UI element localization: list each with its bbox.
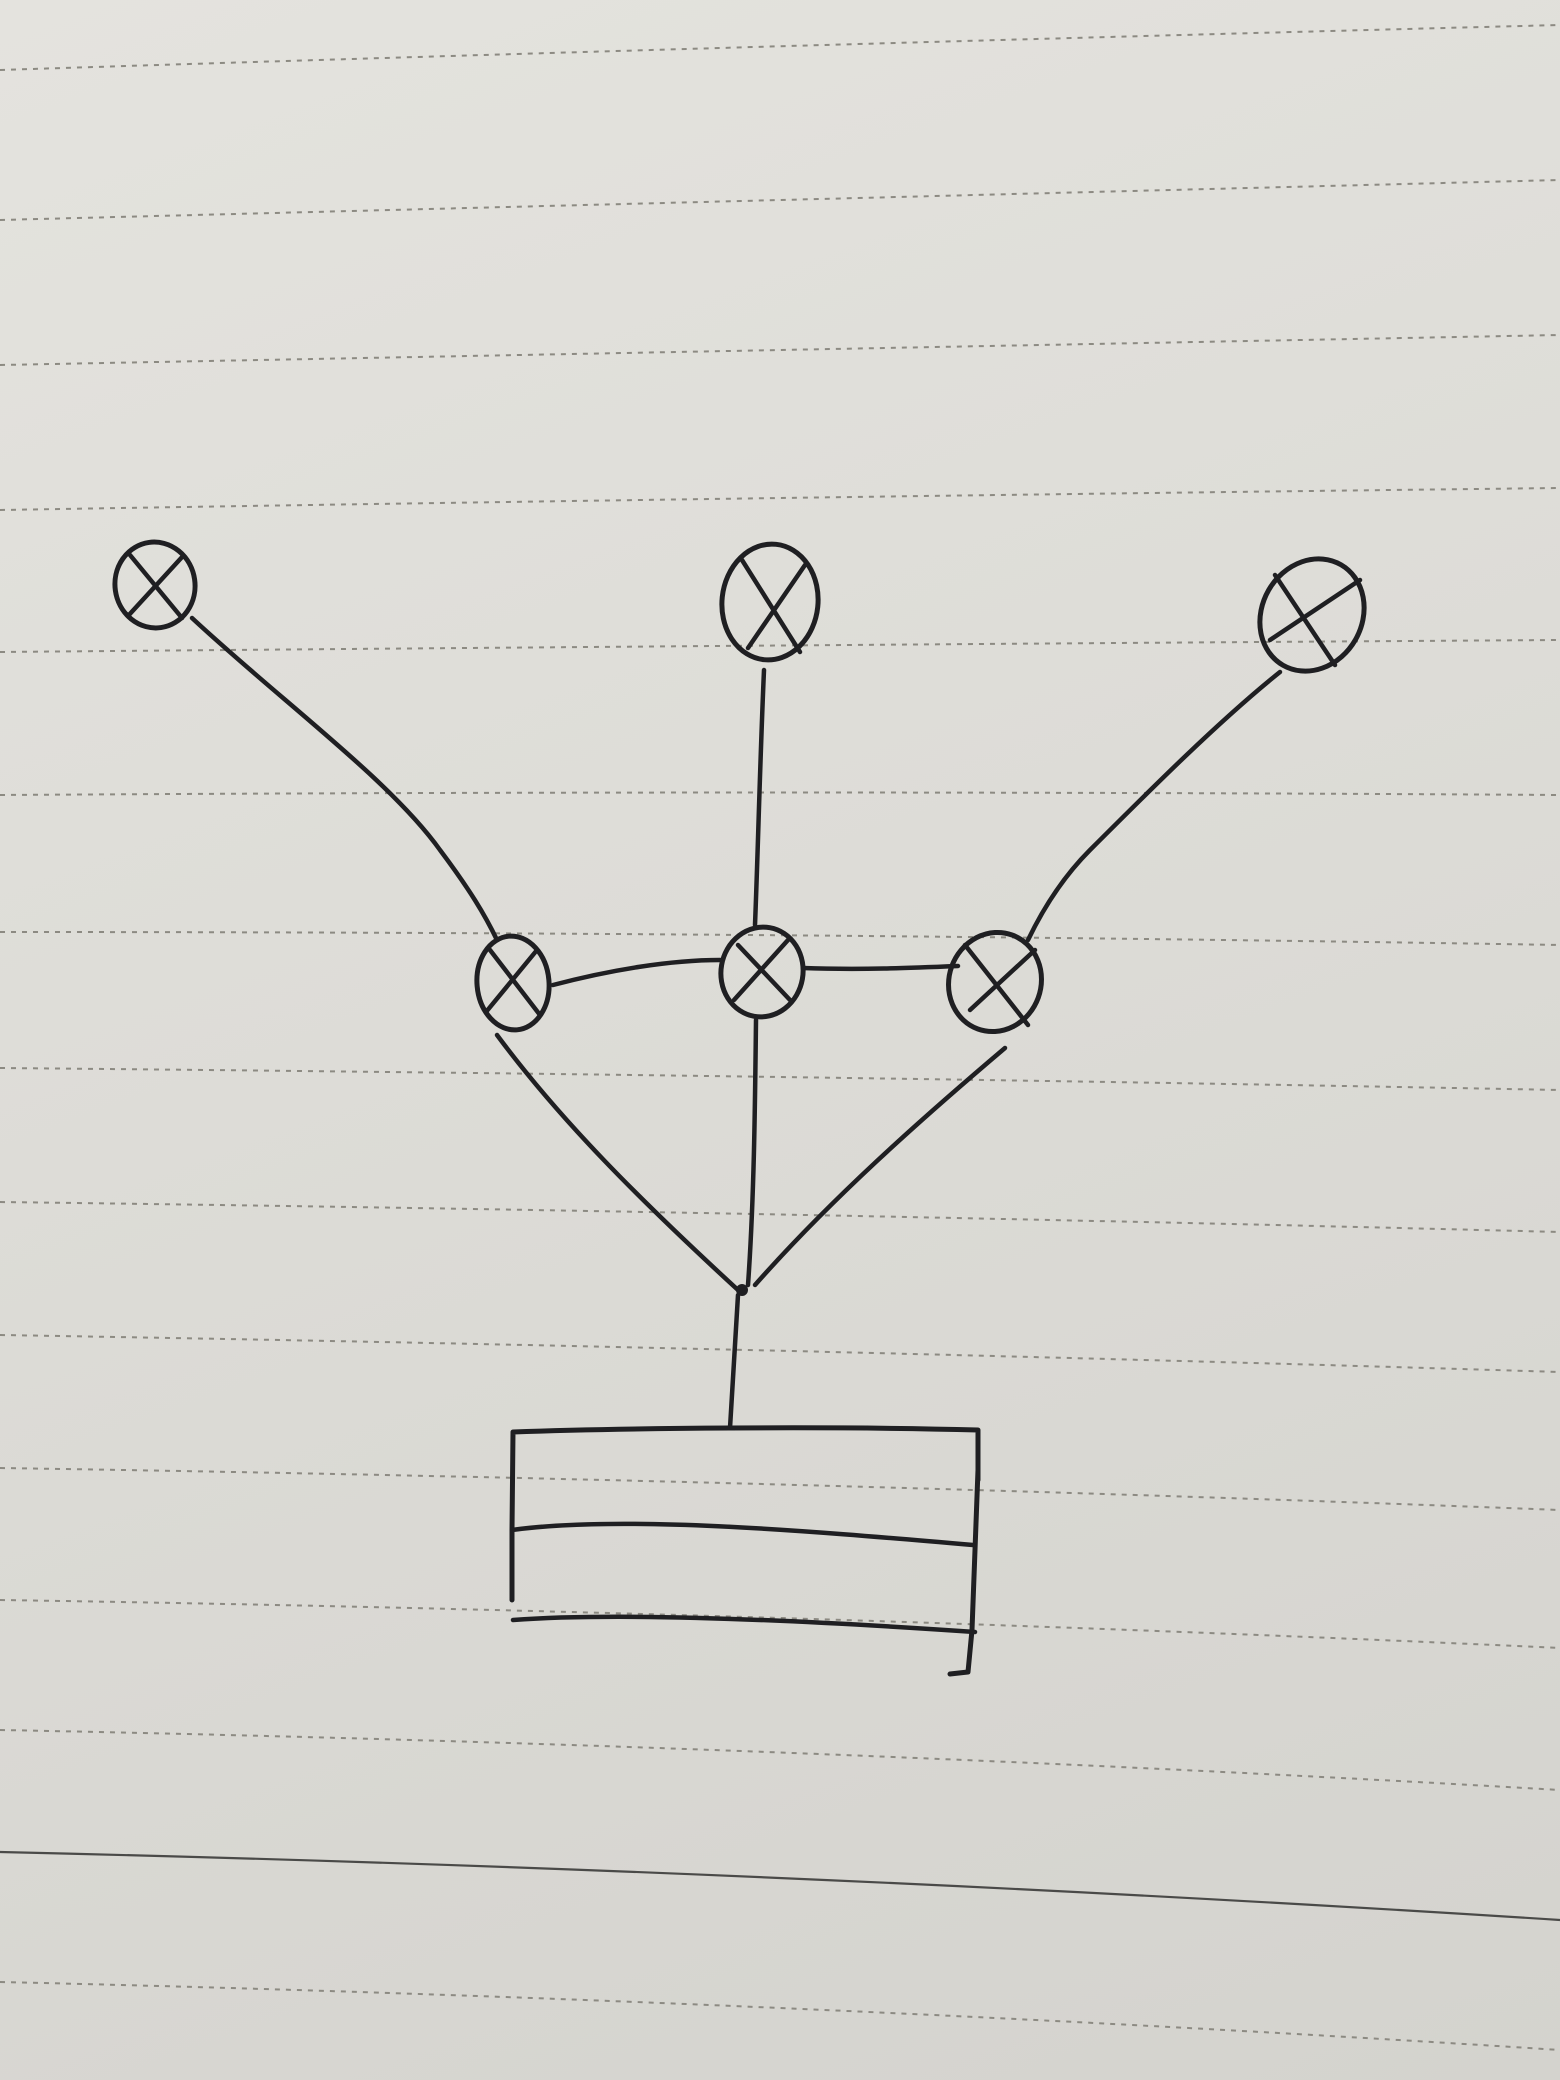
ruled-line — [0, 1201, 1560, 1233]
ruled-line — [0, 931, 1560, 946]
edge-mid-center-to-junction — [745, 1017, 759, 1288]
node-circle — [719, 541, 821, 663]
ruled-line — [0, 1981, 1560, 2051]
lamp-mid-left — [474, 933, 552, 1033]
edge-top-right-to-mid-right — [1025, 669, 1283, 943]
node-circle — [946, 929, 1044, 1035]
ruled-line — [0, 487, 1560, 511]
ruled-line — [0, 1599, 1560, 1649]
edge-mid-left-to-mid-center — [550, 957, 723, 988]
base-box — [509, 1425, 981, 1677]
junction-dot — [736, 1284, 748, 1296]
margin-rule — [0, 1850, 1560, 1922]
connections — [189, 615, 1283, 1431]
edge-mid-left-to-junction — [494, 1032, 741, 1293]
ruled-line — [0, 179, 1560, 221]
ruled-line — [0, 1467, 1560, 1511]
ruled-lines — [0, 24, 1560, 2051]
edge-mid-center-to-mid-right — [800, 963, 961, 972]
ruled-line — [0, 1729, 1560, 1791]
lamp-top-right — [1257, 556, 1367, 674]
node-cross — [739, 557, 808, 655]
base-box-stripe-upper — [509, 1521, 976, 1548]
edge-top-center-to-mid-center — [752, 667, 767, 928]
node-cross — [1267, 572, 1363, 668]
edge-junction-to-base — [727, 1292, 741, 1431]
ruled-line — [0, 1067, 1560, 1091]
node-circle — [1257, 556, 1367, 674]
edge-top-left-to-mid-left — [189, 615, 500, 943]
ruled-line — [0, 639, 1560, 653]
node-circle — [474, 933, 552, 1033]
lamp-top-left — [112, 539, 198, 631]
ruled-line — [0, 1334, 1560, 1373]
lamp-mid-right — [946, 929, 1044, 1035]
lamp-top-center — [719, 541, 821, 663]
node-cross — [483, 947, 543, 1018]
ruled-line — [0, 24, 1560, 71]
node-circle — [112, 539, 198, 631]
ruled-line — [0, 334, 1560, 366]
base-box-outline — [509, 1425, 981, 1677]
node-circle — [718, 924, 806, 1020]
edge-mid-right-to-junction — [752, 1045, 1008, 1288]
lamp-mid-center — [718, 924, 806, 1020]
node-cross — [731, 937, 793, 1003]
node-cross — [125, 552, 186, 621]
base-box-stripe-lower — [510, 1614, 978, 1635]
ruled-line — [0, 791, 1560, 796]
node-cross — [962, 942, 1038, 1028]
